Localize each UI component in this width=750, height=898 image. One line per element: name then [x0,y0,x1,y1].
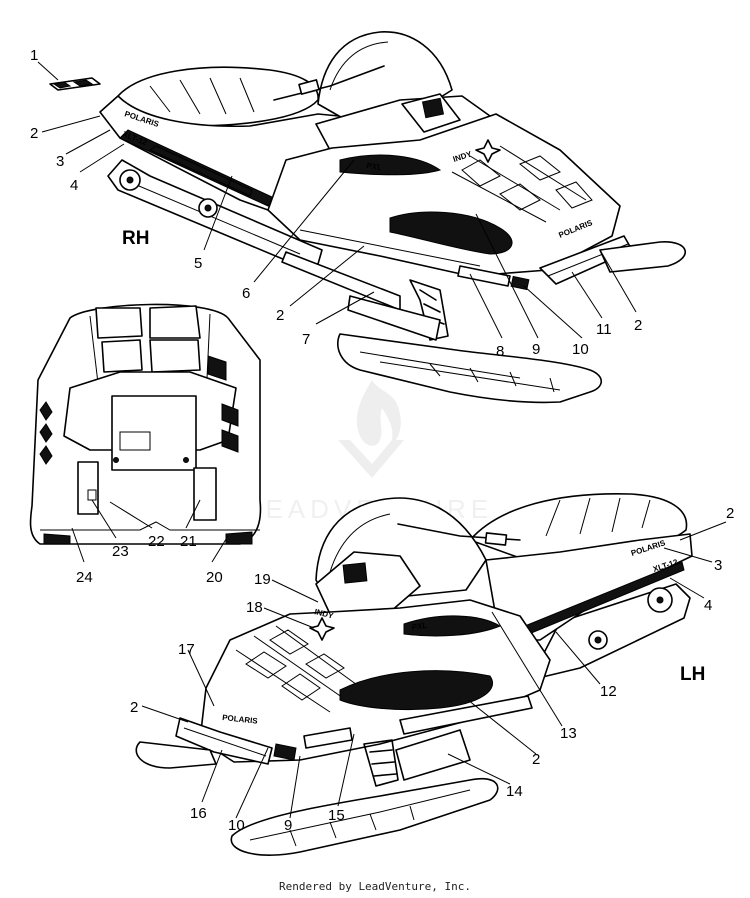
lh-snowmobile: POLARIS XLT-12 PXL INDY POLARIS [135,493,693,856]
callout-17: 17 [178,641,195,658]
callout-18: 18 [246,599,263,616]
callout-12: 12 [600,683,617,700]
item-1-decal [49,77,101,91]
callout-2: 2 [276,307,284,324]
callout-10: 10 [228,817,245,834]
callout-9: 9 [532,341,540,358]
lh-running-board [399,695,533,735]
hood-decal-21 [193,467,217,521]
rh-running-board [281,251,401,311]
callout-19: 19 [254,571,271,588]
lh-side-panel-decal [303,727,353,749]
callout-4: 4 [70,177,78,194]
callout-11: 11 [596,321,612,338]
callout-13: 13 [560,725,577,742]
callout-14: 14 [506,783,523,800]
callout-23: 23 [112,543,129,560]
rh-handlebar [273,65,385,101]
callout-3: 3 [714,557,722,574]
callout-2: 2 [30,125,38,142]
footer-credit: Rendered by LeadVenture, Inc. [278,880,472,893]
lh-bumper [175,717,273,765]
callout-7: 7 [302,331,310,348]
leader-lines [37,61,727,819]
lh-lower-ski [230,777,499,856]
callout-2: 2 [130,699,138,716]
lh-x-graphic [339,670,493,711]
lh-star-decal [309,617,335,641]
lh-front-ski-left [135,741,217,769]
rh-hood [267,113,621,277]
lh-speckle-graphic [403,615,502,637]
callout-2: 2 [726,505,734,522]
rh-side-panel-decal [457,265,511,287]
callout-2: 2 [532,751,540,768]
callout-16: 16 [190,805,207,822]
callout-6: 6 [242,285,250,302]
callout-4: 4 [704,597,712,614]
callout-10: 10 [572,341,589,358]
rh-x-graphic [389,211,513,255]
callout-22: 22 [148,533,165,550]
hood-console-panel [111,395,197,471]
callout-20: 20 [206,569,223,586]
callout-1: 1 [30,47,38,64]
rh-lower-ski [336,333,603,404]
callout-numbers: 1 2 3 4 5 6 2 7 8 9 10 11 2 24 23 22 21 … [30,47,734,834]
rh-view-label: RH [122,228,149,249]
callout-15: 15 [328,807,345,824]
rh-graphic-text: PXL [366,161,383,172]
flame-v-logo-icon [338,380,404,478]
callout-5: 5 [194,255,202,272]
rh-speckle-graphic [339,154,442,176]
lh-graphic-text: PXL [411,621,428,632]
hood-decal-23 [77,461,99,515]
rh-suspension [409,279,449,341]
lh-view-label: LH [680,664,705,685]
lh-hood-polaris: POLARIS [222,713,259,726]
callout-24: 24 [76,569,93,586]
rh-front-ski-right [599,241,687,273]
lh-suspension [363,739,399,787]
callout-21: 21 [180,533,197,550]
callout-8: 8 [496,343,504,360]
rh-star-decal [475,139,501,163]
hood-top-view [29,303,262,545]
rh-snowmobile: PXL INDY POLARIS POLARIS XLT-12 [99,31,687,404]
rh-windshield [317,31,453,121]
callout-3: 3 [56,153,64,170]
callout-2: 2 [634,317,642,334]
callout-9: 9 [284,817,292,834]
